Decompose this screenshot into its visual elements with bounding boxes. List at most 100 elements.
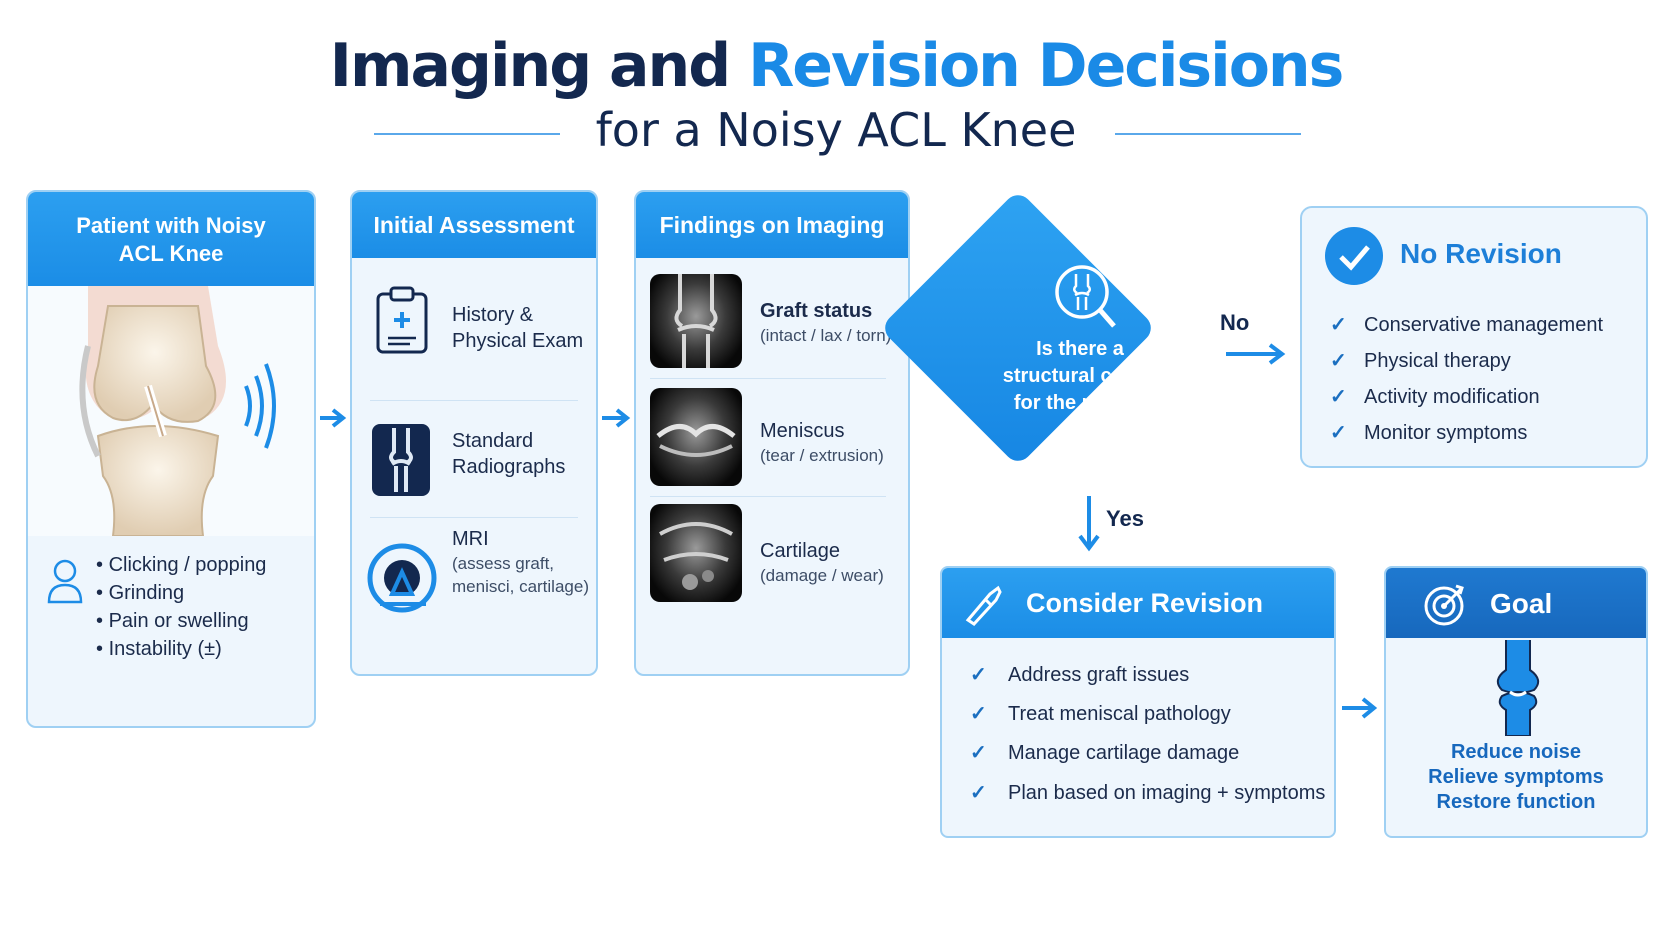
no-revision-title: No Revision: [1400, 238, 1562, 269]
title-part-2: Revision Decisions: [748, 31, 1344, 101]
no-revision-text: Physical therapy: [1364, 350, 1511, 372]
mri-title: MRI: [452, 528, 489, 550]
xray-knee-icon: [372, 424, 430, 496]
divider: [370, 400, 578, 401]
findings-card-header: Findings on Imaging: [636, 192, 908, 258]
symptom-item: • Instability (±): [96, 638, 222, 660]
mri-sub-line-1: (assess graft,: [452, 554, 555, 573]
no-revision-item: ✓ Conservative management: [1330, 312, 1603, 337]
flow-arrow-icon: [1342, 697, 1378, 719]
findings-card: Findings on Imaging Graft status (intact…: [634, 190, 910, 676]
revision-item: ✓ Treat meniscal pathology: [970, 701, 1231, 726]
revision-text: Address graft issues: [1008, 664, 1190, 686]
no-revision-item: ✓Activity modification: [1330, 384, 1540, 409]
assessment-card: Initial Assessment History & Physical Ex…: [350, 190, 598, 676]
history-exam-line-2: Physical Exam: [452, 330, 584, 352]
assessment-card-title: Initial Assessment: [373, 212, 575, 238]
no-revision-text: Conservative management: [1364, 314, 1604, 336]
no-arrow-icon: [1226, 343, 1286, 365]
symptom-item: • Pain or swelling: [96, 610, 249, 632]
goal-title: Goal: [1490, 588, 1553, 619]
consider-revision-header: Consider Revision: [942, 568, 1334, 638]
divider: [650, 496, 886, 497]
divider: [650, 378, 886, 379]
meniscus-mri-image: [650, 388, 742, 486]
revision-item: ✓ Plan based on imaging + symptoms: [970, 780, 1325, 805]
knee-joint-icon: [79, 286, 276, 537]
no-revision-text: Monitor symptoms: [1364, 422, 1528, 444]
scalpel-icon: [965, 585, 1002, 626]
no-revision-card: No Revision ✓ Conservative management ✓ Ph…: [1300, 206, 1648, 468]
subtitle: for a Noisy ACL Knee: [595, 103, 1077, 157]
symptom-text: Instability (±): [108, 638, 222, 660]
no-revision-item: ✓ Monitor symptoms: [1330, 420, 1527, 445]
check-icon: ✓: [1330, 314, 1347, 336]
subtitle-rule-right: [1115, 133, 1301, 135]
divider: [370, 517, 578, 518]
meniscus-label: Meniscus (tear / extrusion): [760, 418, 884, 467]
goal-line: Relieve symptoms: [1428, 766, 1604, 788]
title-line-1: Imaging and Revision Decisions: [0, 30, 1672, 102]
graft-status-sub: (intact / lax / torn): [760, 326, 892, 345]
flow-arrow-icon: [320, 408, 347, 428]
cartilage-label: Cartilage (damage / wear): [760, 538, 884, 587]
no-label: No: [1220, 310, 1250, 335]
title-part-1: Imaging and: [329, 31, 749, 101]
symptom-text: Pain or swelling: [108, 610, 249, 632]
assessment-card-header: Initial Assessment: [352, 192, 596, 258]
radiographs-line-2: Radiographs: [452, 456, 566, 478]
page-title: Imaging and Revision Decisions: [0, 30, 1672, 102]
revision-text: Plan based on imaging + symptoms: [1008, 782, 1326, 804]
cartilage-title: Cartilage: [760, 540, 841, 562]
subtitle-rule-left: [374, 133, 560, 135]
graft-mri-image: [650, 274, 742, 368]
healthy-knee-icon: [1496, 640, 1540, 736]
revision-item: ✓Manage cartilage damage: [970, 740, 1239, 765]
clipboard-icon: [376, 286, 428, 354]
decision-question: Is there a structural cause for the nois…: [960, 336, 1200, 417]
no-revision-item: ✓ Physical therapy: [1330, 348, 1511, 373]
flow-arrow-icon: [602, 408, 631, 428]
target-icon: [1424, 584, 1464, 626]
radiographs-line-1: Standard: [452, 430, 534, 452]
mri-scanner-icon: [367, 543, 437, 613]
decision-line-2: structural cause: [1002, 365, 1158, 387]
check-icon: ✓: [970, 782, 987, 804]
mri-sub-line-2: menisci, cartilage): [452, 577, 589, 596]
findings-card-title: Findings on Imaging: [659, 212, 885, 238]
check-icon: ✓: [970, 703, 987, 725]
knee-illustration: [28, 286, 314, 537]
magnifier-knee-icon: [1055, 265, 1116, 328]
graft-status-label: Graft status (intact / lax / torn): [760, 298, 891, 347]
check-icon: ✓: [1330, 350, 1347, 372]
consider-revision-card: Consider Revision ✓Address graft issues …: [940, 566, 1336, 838]
meniscus-sub: (tear / extrusion): [760, 446, 884, 465]
revision-text: Treat meniscal pathology: [1008, 703, 1231, 725]
subtitle-row: for a Noisy ACL Knee: [0, 100, 1672, 160]
consider-revision-title: Consider Revision: [1026, 588, 1264, 618]
radiographs-label: Standard Radiographs: [452, 428, 565, 480]
patient-card: Patient with Noisy ACL Knee • Cli: [26, 190, 316, 728]
goal-lines: Reduce noise Relieve symptoms Restore fu…: [1386, 740, 1646, 815]
goal-header: Goal: [1386, 568, 1646, 638]
symptom-section: • Clicking / popping • Grinding • Pain o…: [28, 536, 314, 726]
goal-card: Goal Reduce noise Relieve symptoms Resto…: [1384, 566, 1648, 838]
symptom-text: Grinding: [108, 582, 185, 604]
cartilage-sub: (damage / wear): [760, 566, 884, 585]
no-revision-text: Activity modification: [1364, 386, 1540, 408]
cartilage-mri-image: [650, 504, 742, 602]
graft-status-title: Graft status: [760, 300, 873, 322]
decision-line-1: Is there a: [1036, 338, 1124, 360]
patient-card-header: Patient with Noisy ACL Knee: [28, 192, 314, 286]
goal-line: Reduce noise: [1450, 741, 1582, 763]
person-icon: [47, 559, 83, 604]
check-circle-icon: [1325, 227, 1383, 285]
goal-line: Restore function: [1436, 791, 1596, 813]
patient-card-title: Patient with Noisy ACL Knee: [76, 213, 266, 266]
check-icon: ✓: [970, 664, 987, 686]
check-icon: ✓: [1330, 422, 1347, 444]
symptom-item: • Clicking / popping: [96, 554, 267, 576]
symptom-text: Clicking / popping: [108, 554, 267, 576]
symptom-item: • Grinding: [96, 582, 185, 604]
revision-item: ✓ Address graft issues: [970, 662, 1189, 687]
